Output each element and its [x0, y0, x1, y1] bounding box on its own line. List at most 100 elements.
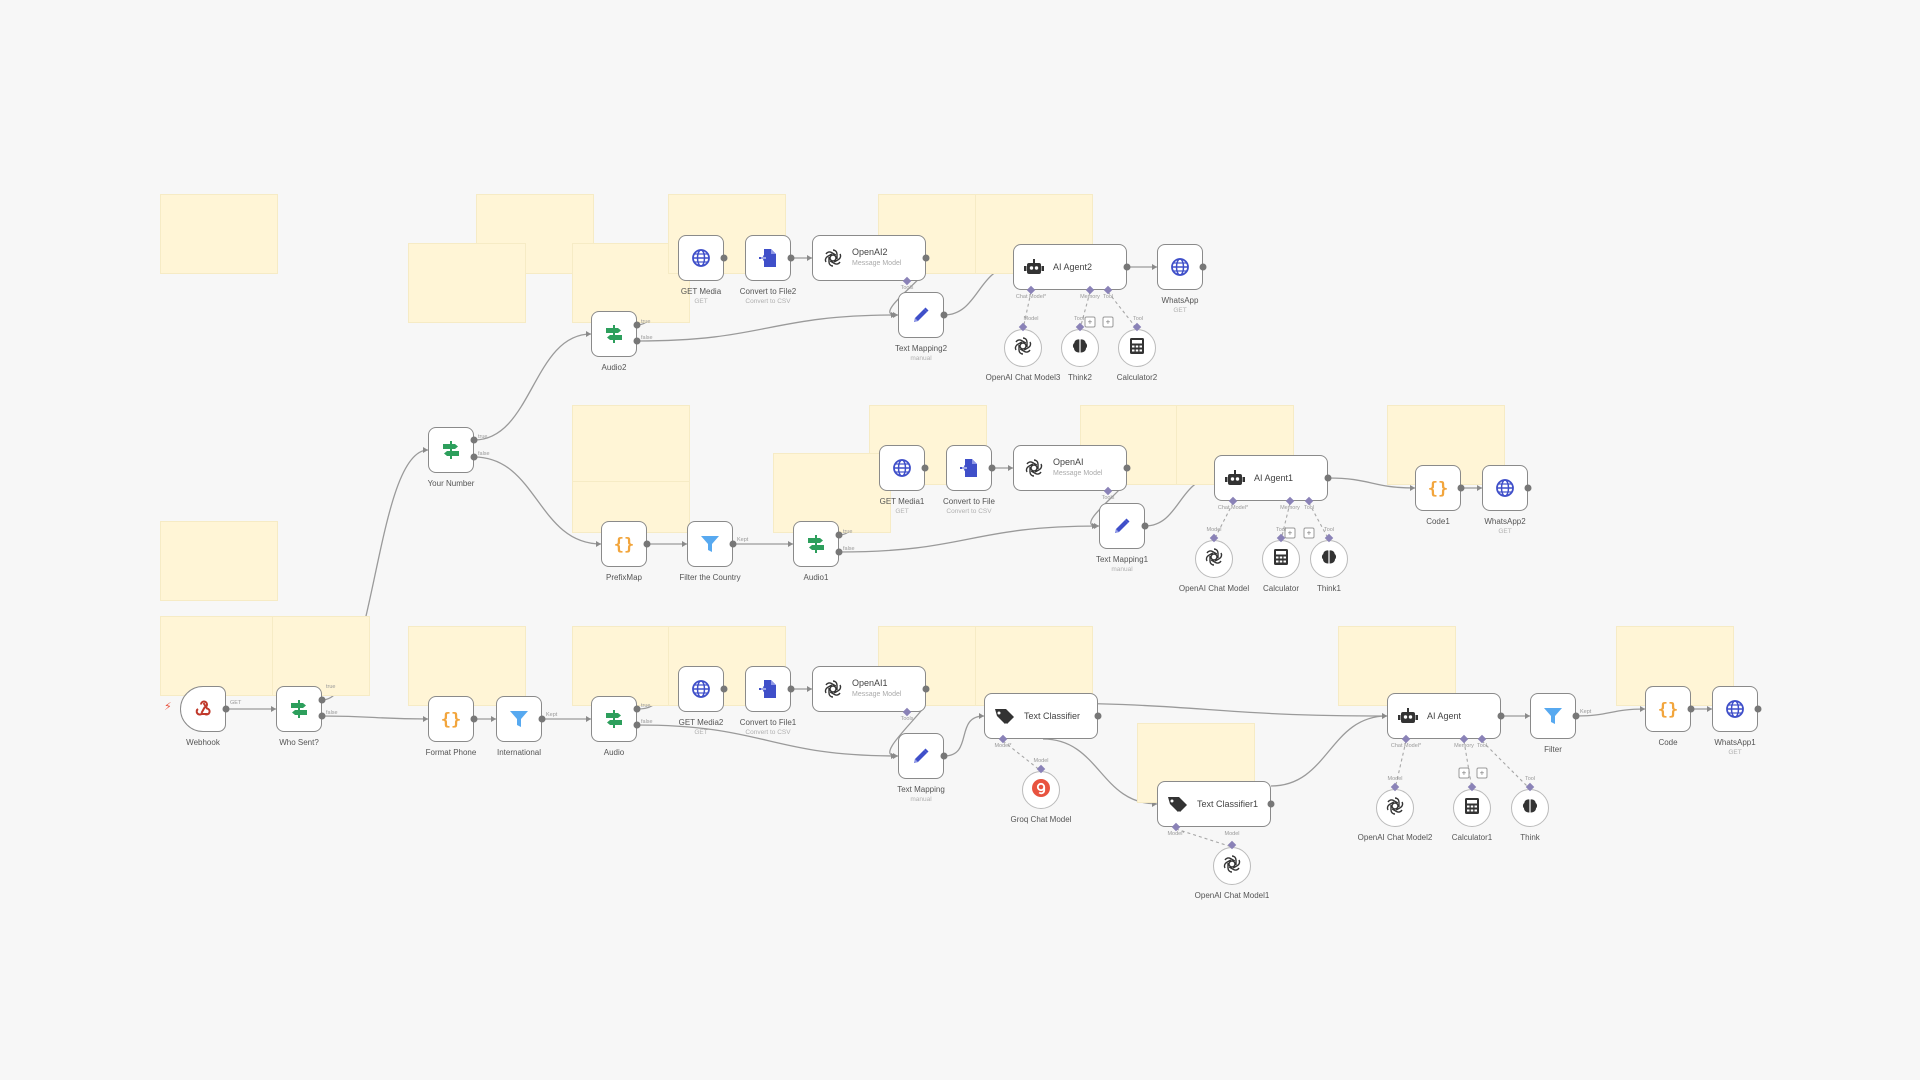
output-port[interactable] — [835, 531, 843, 539]
connection-line[interactable] — [1575, 708, 1646, 717]
whatsapp-node[interactable] — [1157, 244, 1203, 290]
output-port[interactable] — [922, 254, 930, 262]
connection-line[interactable] — [838, 525, 1100, 553]
text-classifier1-node[interactable]: Text Classifier1 — [1157, 781, 1271, 827]
output-port[interactable] — [729, 540, 737, 548]
output-port[interactable] — [787, 685, 795, 693]
audio-node[interactable] — [591, 696, 637, 742]
add-tool-button[interactable]: + — [1102, 316, 1114, 328]
whatsapp1-node[interactable] — [1712, 686, 1758, 732]
output-port[interactable] — [922, 685, 930, 693]
output-port[interactable] — [1497, 712, 1505, 720]
add-tool-button[interactable]: + — [1284, 527, 1296, 539]
output-port[interactable] — [470, 453, 478, 461]
connection-line[interactable] — [636, 724, 899, 757]
output-port[interactable] — [1524, 484, 1532, 492]
groq-chat-subnode[interactable] — [1022, 771, 1060, 809]
get-media2-node[interactable] — [678, 666, 724, 712]
output-port[interactable] — [720, 254, 728, 262]
add-tool-button[interactable]: + — [1303, 527, 1315, 539]
connection-line[interactable] — [473, 333, 592, 441]
output-port[interactable] — [1324, 474, 1332, 482]
your-number-node[interactable] — [428, 427, 474, 473]
output-port[interactable] — [1123, 263, 1131, 271]
output-port[interactable] — [470, 436, 478, 444]
output-port[interactable] — [1687, 705, 1695, 713]
output-port[interactable] — [1141, 522, 1149, 530]
sticky-note[interactable] — [408, 243, 526, 323]
output-port[interactable] — [1199, 263, 1207, 271]
sticky-note[interactable] — [272, 616, 370, 696]
output-port[interactable] — [470, 715, 478, 723]
openai-chat-model1-subnode[interactable] — [1213, 847, 1251, 885]
filter-country-node[interactable] — [687, 521, 733, 567]
output-port[interactable] — [318, 712, 326, 720]
output-port[interactable] — [633, 337, 641, 345]
text-mapping-node[interactable] — [898, 733, 944, 779]
output-port[interactable] — [643, 540, 651, 548]
calculator2-subnode[interactable] — [1118, 329, 1156, 367]
output-port[interactable] — [1457, 484, 1465, 492]
connection-line[interactable] — [943, 715, 985, 757]
webhook-node[interactable] — [180, 686, 226, 732]
output-port[interactable] — [633, 705, 641, 713]
connection-line[interactable] — [1270, 715, 1388, 787]
connection-line[interactable] — [636, 314, 899, 342]
whatsapp2-node[interactable] — [1482, 465, 1528, 511]
add-tool-button[interactable]: + — [1476, 767, 1488, 779]
international-node[interactable] — [496, 696, 542, 742]
output-port[interactable] — [1754, 705, 1762, 713]
output-port[interactable] — [1094, 712, 1102, 720]
think2-subnode[interactable] — [1061, 329, 1099, 367]
format-phone-node[interactable]: {} — [428, 696, 474, 742]
text-mapping1-node[interactable] — [1099, 503, 1145, 549]
think-subnode[interactable] — [1511, 789, 1549, 827]
output-port[interactable] — [633, 721, 641, 729]
output-port[interactable] — [1123, 464, 1131, 472]
openai-chat-model3-subnode[interactable] — [1004, 329, 1042, 367]
ai-agent-node[interactable]: AI Agent — [1387, 693, 1501, 739]
output-port[interactable] — [1267, 800, 1275, 808]
filter-node[interactable] — [1530, 693, 1576, 739]
text-classifier-node[interactable]: Text Classifier — [984, 693, 1098, 739]
code-node[interactable]: {} — [1645, 686, 1691, 732]
output-port[interactable] — [940, 752, 948, 760]
openai-chat-model-subnode[interactable] — [1195, 540, 1233, 578]
get-media-node[interactable] — [678, 235, 724, 281]
connection-line[interactable] — [943, 266, 1014, 316]
output-port[interactable] — [318, 696, 326, 704]
output-port[interactable] — [1572, 712, 1580, 720]
output-port[interactable] — [940, 311, 948, 319]
openai-chat-model2-subnode[interactable] — [1376, 789, 1414, 827]
output-port[interactable] — [921, 464, 929, 472]
calculator1-subnode[interactable] — [1453, 789, 1491, 827]
audio2-node[interactable] — [591, 311, 637, 357]
code1-node[interactable]: {} — [1415, 465, 1461, 511]
connection-line[interactable] — [473, 456, 602, 545]
output-port[interactable] — [538, 715, 546, 723]
sticky-note[interactable] — [160, 616, 278, 696]
think1-subnode[interactable] — [1310, 540, 1348, 578]
output-port[interactable] — [988, 464, 996, 472]
sticky-note[interactable] — [160, 194, 278, 274]
connection-line[interactable] — [1327, 477, 1416, 489]
sticky-note[interactable] — [160, 521, 278, 601]
get-media1-node[interactable] — [879, 445, 925, 491]
connection-line[interactable] — [321, 715, 429, 720]
output-port[interactable] — [787, 254, 795, 262]
output-port[interactable] — [720, 685, 728, 693]
sticky-note[interactable] — [408, 626, 526, 706]
convert-file1-node[interactable] — [745, 666, 791, 712]
add-tool-button[interactable]: + — [1084, 316, 1096, 328]
convert-file-node[interactable] — [946, 445, 992, 491]
audio1-node[interactable] — [793, 521, 839, 567]
prefix-map-node[interactable]: {} — [601, 521, 647, 567]
convert-file2-node[interactable] — [745, 235, 791, 281]
ai-agent1-node[interactable]: AI Agent1 — [1214, 455, 1328, 501]
output-port[interactable] — [835, 548, 843, 556]
sticky-note[interactable] — [572, 405, 690, 485]
add-tool-button[interactable]: + — [1458, 767, 1470, 779]
output-port[interactable] — [633, 321, 641, 329]
